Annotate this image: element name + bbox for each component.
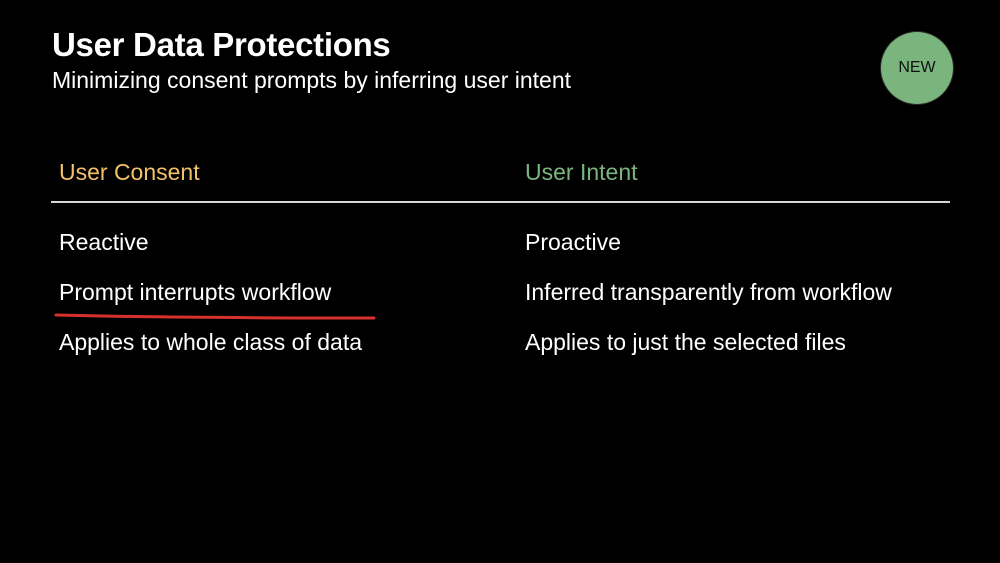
user-consent-heading: User Consent xyxy=(59,159,200,185)
header-divider xyxy=(51,201,950,203)
consent-row: Prompt interrupts workflow xyxy=(59,279,332,305)
red-underline-annotation xyxy=(54,313,376,320)
intent-row: Proactive xyxy=(525,229,621,255)
consent-row: Reactive xyxy=(59,229,149,255)
slide-subtitle: Minimizing consent prompts by inferring … xyxy=(52,67,572,93)
user-intent-heading: User Intent xyxy=(525,159,638,185)
slide-title: User Data Protections xyxy=(52,26,391,63)
consent-row: Applies to whole class of data xyxy=(59,329,363,355)
intent-row: Inferred transparently from workflow xyxy=(525,279,892,305)
intent-row: Applies to just the selected files xyxy=(525,329,846,355)
new-badge: NEW xyxy=(881,32,953,104)
